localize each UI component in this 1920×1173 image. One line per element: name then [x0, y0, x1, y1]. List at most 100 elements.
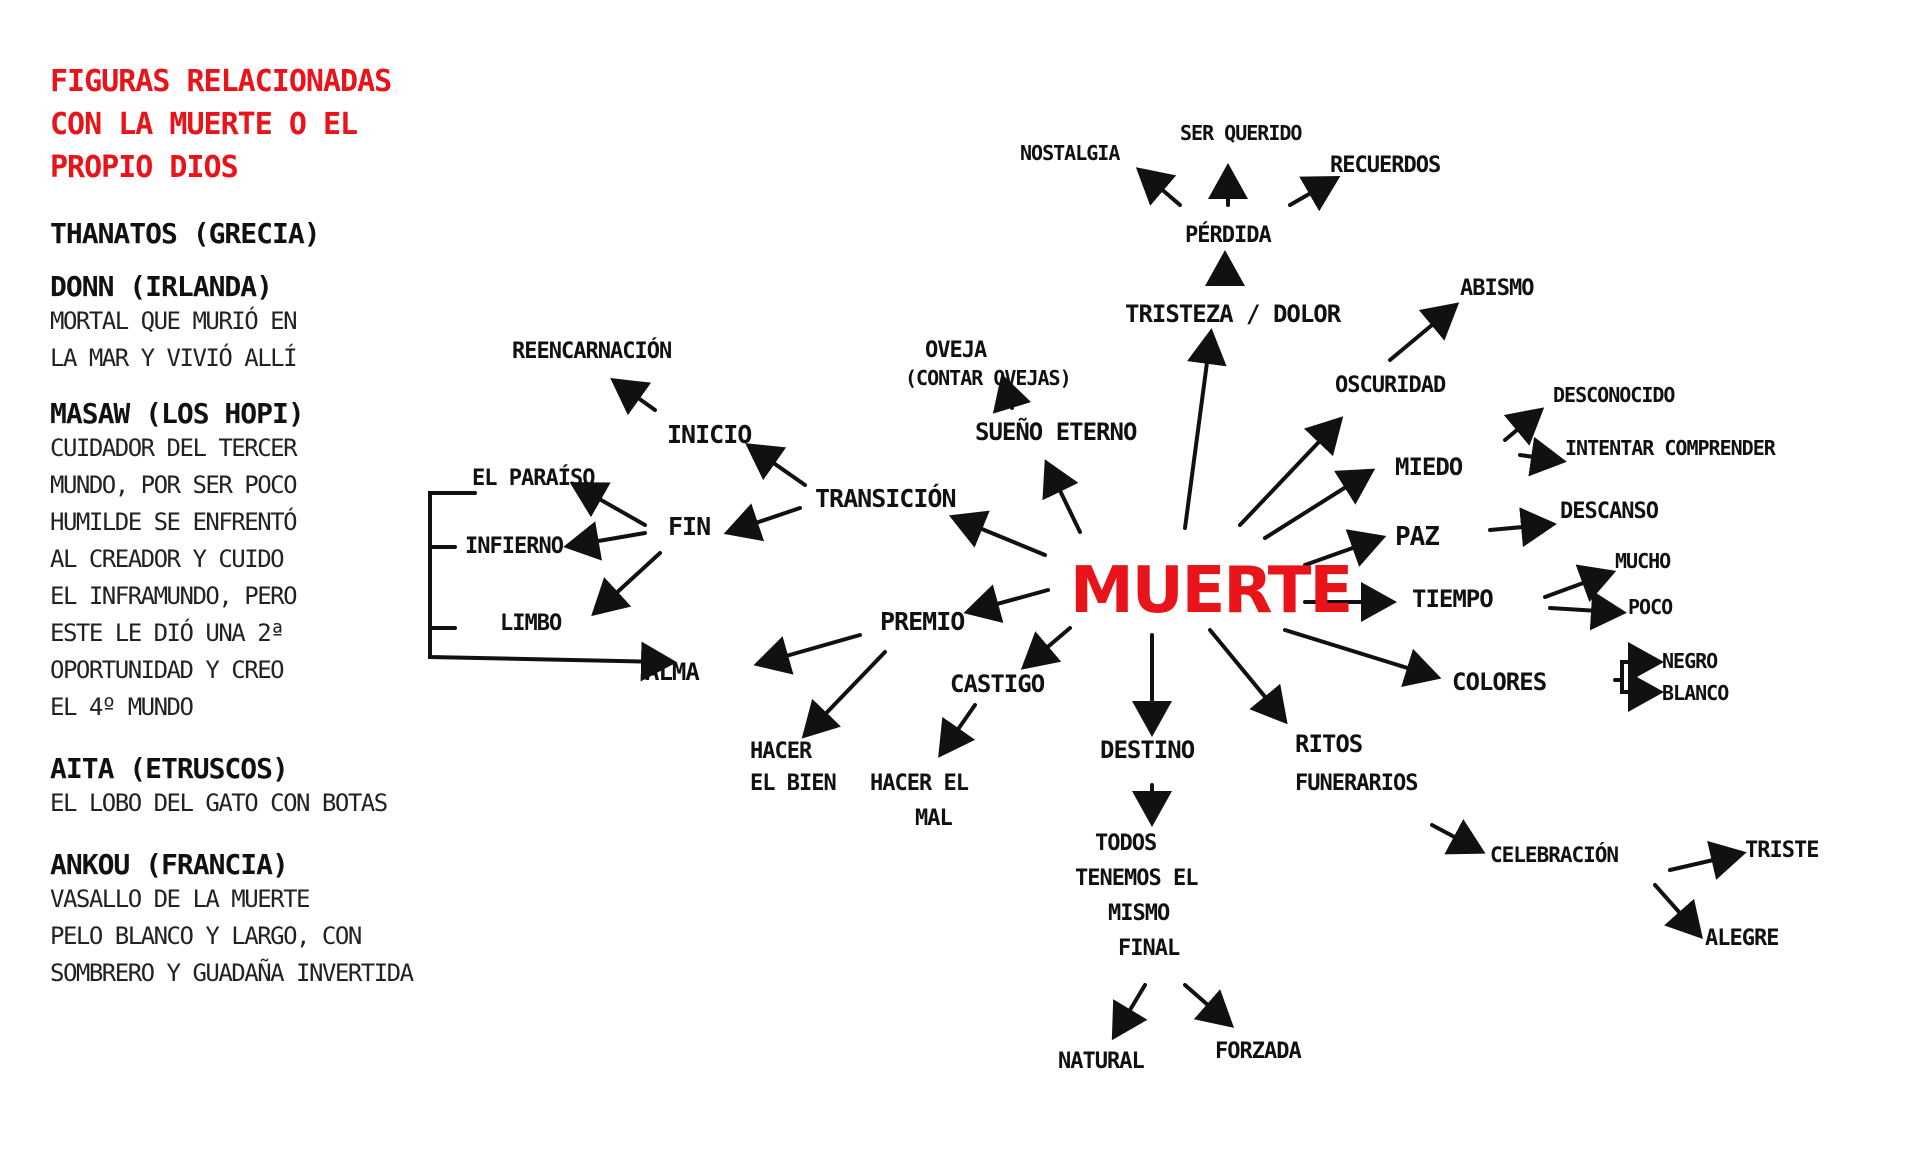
- node-alegre: ALEGRE: [1705, 926, 1778, 951]
- node-final: MISMO: [1108, 901, 1170, 926]
- sidebar-heading-line: FIGURAS RELACIONADAS: [50, 64, 392, 99]
- arrow-to-reencarnacion: [610, 378, 657, 416]
- node-oscuridad: OSCURIDAD: [1335, 373, 1446, 398]
- sidebar-heading: FIGURAS RELACIONADAS CON LA MUERTE O EL …: [50, 60, 530, 189]
- node-transicion: TRANSICIÓN: [815, 483, 956, 513]
- node-triste: TRISTE: [1745, 838, 1818, 863]
- arrow-to-transicion: [948, 510, 1047, 557]
- arrow-to-infierno: [563, 521, 647, 561]
- node-final: FINAL: [1118, 936, 1180, 961]
- arrow-to-recuerdos: [1288, 176, 1341, 212]
- node-hacer-bien: HACER: [750, 739, 813, 764]
- node-colores: COLORES: [1452, 668, 1547, 696]
- figure-name: MASAW (LOS HOPI): [50, 397, 305, 430]
- figure-desc-line: AL CREADOR Y CUIDO: [50, 545, 285, 573]
- node-mucho: MUCHO: [1615, 549, 1671, 573]
- arrow-to-abismo: [1388, 302, 1460, 362]
- node-hacer-mal: MAL: [915, 806, 952, 831]
- figure-desc-line: EL 4º MUNDO: [50, 693, 194, 721]
- arrow-to-oveja: [992, 373, 1032, 414]
- figure-desc-line: EL LOBO DEL GATO CON BOTAS: [50, 789, 388, 817]
- figure-desc-line: PELO BLANCO Y LARGO, CON: [50, 922, 362, 950]
- figure-desc-line: VASALLO DE LA MUERTE: [50, 885, 310, 913]
- figure-name: AITA (ETRUSCOS): [50, 752, 289, 785]
- node-reencarnacion: REENCARNACIÓN: [512, 338, 671, 364]
- figure-ankou: ANKOU (FRANCIA) VASALLO DE LA MUERTE PEL…: [50, 848, 530, 992]
- node-limbo: LIMBO: [500, 611, 562, 636]
- figure-masaw: MASAW (LOS HOPI) CUIDADOR DEL TERCER MUN…: [50, 397, 530, 726]
- colores-bracket-low: [1620, 672, 1664, 712]
- colores-bracket: [1613, 642, 1664, 682]
- node-paz: PAZ: [1395, 522, 1439, 552]
- arrow-to-alma: [753, 633, 862, 675]
- arrow-to-alegre: [1653, 883, 1703, 939]
- center-node-muerte: MUERTE: [1070, 554, 1351, 628]
- figure-aita: AITA (ETRUSCOS) EL LOBO DEL GATO CON BOT…: [50, 752, 530, 822]
- arrow-to-celebracion: [1430, 819, 1486, 855]
- node-intentar: INTENTAR COMPRENDER: [1565, 436, 1777, 460]
- figure-desc-line: OPORTUNIDAD Y CREO: [50, 656, 285, 684]
- node-oveja: (CONTAR OVEJAS): [905, 366, 1071, 390]
- figure-desc-line: CUIDADOR DEL TERCER: [50, 434, 298, 462]
- arrow-to-paraiso: [569, 482, 647, 527]
- figure-desc-line: MUNDO, POR SER POCO: [50, 471, 298, 499]
- node-fin: FIN: [668, 512, 710, 541]
- arrow-to-hacer-mal: [938, 703, 977, 758]
- figure-desc-line: LA MAR Y VIVIÓ ALLÍ: [50, 344, 298, 372]
- node-desconocido: DESCONOCIDO: [1553, 383, 1675, 407]
- arrow-to-oscuridad: [1238, 416, 1344, 527]
- arrow-to-triste: [1668, 840, 1747, 880]
- arrow-to-tristeza: [1183, 328, 1227, 530]
- connector-arrows: [428, 163, 1747, 1041]
- node-hacer-mal: HACER EL: [870, 771, 969, 796]
- arrow-to-castigo: [1020, 626, 1072, 670]
- figure-desc-line: SOMBRERO Y GUADAÑA INVERTIDA: [50, 959, 414, 987]
- node-castigo: CASTIGO: [950, 670, 1045, 698]
- node-sueno: SUEÑO ETERNO: [975, 417, 1137, 446]
- arrow-to-paz: [1303, 529, 1387, 567]
- arrow-to-miedo: [1263, 468, 1376, 540]
- node-recuerdos: RECUERDOS: [1330, 153, 1440, 178]
- arrow-to-hacer-bien: [801, 650, 887, 739]
- fin-bracket: [428, 491, 677, 682]
- node-destino: DESTINO: [1100, 736, 1195, 764]
- arrow-to-descanso: [1488, 507, 1557, 548]
- arrow-to-poco: [1548, 590, 1627, 631]
- node-tiempo: TIEMPO: [1412, 585, 1493, 613]
- arrow-to-premio: [963, 584, 1050, 623]
- figure-donn: DONN (IRLANDA) MORTAL QUE MURIÓ EN LA MA…: [50, 270, 530, 377]
- node-descanso: DESCANSO: [1560, 499, 1659, 524]
- node-hacer-bien: EL BIEN: [750, 771, 836, 796]
- arrow-to-fin: [723, 503, 802, 542]
- arrow-to-desconocido: [1503, 407, 1545, 446]
- arrow-to-forzada: [1183, 983, 1235, 1028]
- arrow-to-nostalgia: [1135, 167, 1182, 207]
- mind-map-nodes: TRANSICIÓN INICIO REENCARNACIÓN FIN EL P…: [465, 121, 1819, 1074]
- node-natural: NATURAL: [1058, 1049, 1144, 1074]
- figure-name: DONN (IRLANDA): [50, 270, 273, 303]
- node-ritos: RITOS: [1295, 730, 1363, 758]
- node-abismo: ABISMO: [1460, 276, 1534, 301]
- figure-name: THANATOS (GRECIA): [50, 217, 321, 250]
- node-ritos: FUNERARIOS: [1295, 771, 1417, 796]
- arrow-to-limbo: [591, 551, 662, 617]
- arrow-to-inicio: [745, 443, 807, 487]
- node-paraiso: EL PARAÍSO: [472, 465, 595, 491]
- node-poco: POCO: [1628, 595, 1673, 619]
- arrow-to-colores: [1283, 628, 1442, 687]
- node-tristeza: TRISTEZA / DOLOR: [1125, 300, 1342, 328]
- sidebar-heading-line: CON LA MUERTE O EL: [50, 107, 358, 142]
- node-final: TENEMOS EL: [1075, 866, 1198, 891]
- node-negro: NEGRO: [1662, 649, 1718, 673]
- figure-desc-line: ESTE LE DIÓ UNA 2ª: [50, 619, 285, 647]
- sidebar-heading-line: PROPIO DIOS: [50, 150, 239, 185]
- arrow-to-natural: [1111, 983, 1148, 1041]
- figure-desc-line: HUMILDE SE ENFRENTÓ: [50, 508, 298, 536]
- arrow-to-sueno: [1042, 459, 1082, 534]
- node-perdida: PÉRDIDA: [1185, 222, 1271, 248]
- node-final: TODOS: [1095, 831, 1156, 856]
- node-blanco: BLANCO: [1662, 681, 1729, 705]
- figures-sidebar: FIGURAS RELACIONADAS CON LA MUERTE O EL …: [50, 60, 530, 992]
- figure-desc-line: MORTAL QUE MURIÓ EN: [50, 307, 298, 335]
